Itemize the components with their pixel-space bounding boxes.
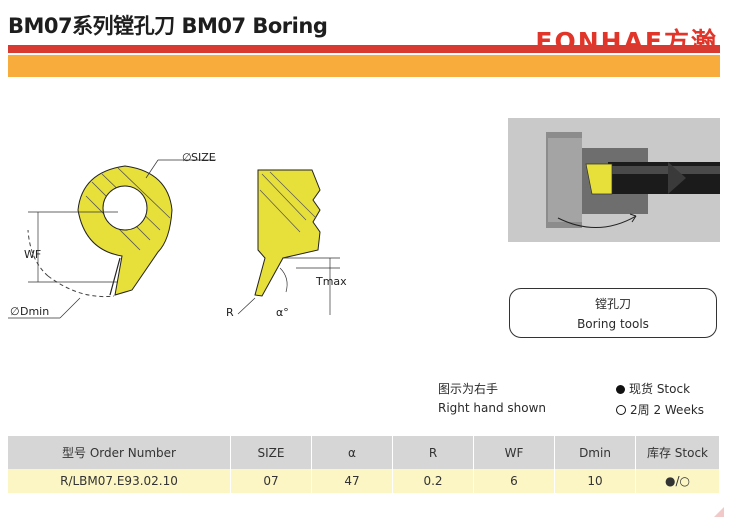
label-dmin: Dmin bbox=[20, 305, 49, 318]
callout-box: 镗孔刀 Boring tools bbox=[509, 288, 717, 338]
filled-dot-icon bbox=[616, 385, 625, 394]
col-stock: 库存 Stock bbox=[635, 436, 719, 469]
hollow-circle-icon bbox=[616, 405, 626, 415]
weeks-legend: 2周 2 Weeks bbox=[616, 401, 704, 418]
col-wf: WF bbox=[473, 436, 555, 469]
label-wf: WF bbox=[24, 248, 41, 261]
hand-note-cn: 图示为右手 bbox=[438, 382, 499, 396]
insert-front-view bbox=[8, 159, 216, 319]
diameter-icon: ∅ bbox=[182, 151, 192, 164]
spec-table: 型号 Order Number SIZE α R WF Dmin 库存 Stoc… bbox=[8, 436, 719, 493]
diameter-icon: ∅ bbox=[10, 305, 20, 318]
cell-size: 07 bbox=[230, 469, 312, 493]
hand-note-en: Right hand shown bbox=[438, 401, 547, 415]
callout-subtitle: Boring tools bbox=[577, 317, 649, 331]
page-corner-mark bbox=[714, 507, 724, 517]
label-tmax: Tmax bbox=[315, 275, 347, 288]
stock-legend: 现货 Stock bbox=[616, 380, 690, 397]
col-dmin: Dmin bbox=[554, 436, 636, 469]
boring-application-photo bbox=[508, 118, 720, 242]
weeks-label: 2周 2 Weeks bbox=[630, 403, 705, 417]
stock-label: 现货 Stock bbox=[629, 382, 691, 396]
col-size: SIZE bbox=[230, 436, 312, 469]
table-header-row: 型号 Order Number SIZE α R WF Dmin 库存 Stoc… bbox=[8, 436, 719, 469]
cell-alpha: 47 bbox=[311, 469, 393, 493]
page-title: BM07系列镗孔刀 BM07 Boring bbox=[8, 14, 328, 38]
col-alpha: α bbox=[311, 436, 393, 469]
col-order-number: 型号 Order Number bbox=[8, 436, 231, 469]
insert-drawing: ∅ SIZE WF ∅ Dmin Tmax R α° bbox=[8, 151, 347, 319]
header-orange-bar bbox=[8, 55, 720, 77]
cell-stock: ●/○ bbox=[635, 469, 719, 493]
insert-side-view bbox=[237, 169, 340, 315]
table-row: R/LBM07.E93.02.10 07 47 0.2 6 10 ●/○ bbox=[8, 469, 719, 493]
cell-r: 0.2 bbox=[392, 469, 474, 493]
col-r: R bbox=[392, 436, 474, 469]
label-r: R bbox=[226, 306, 234, 319]
cell-order-number: R/LBM07.E93.02.10 bbox=[8, 469, 231, 493]
cell-wf: 6 bbox=[473, 469, 555, 493]
label-size: SIZE bbox=[191, 151, 216, 164]
label-alpha: α° bbox=[276, 306, 289, 319]
callout-title: 镗孔刀 bbox=[594, 297, 631, 311]
header-red-bar bbox=[8, 45, 720, 53]
cell-dmin: 10 bbox=[554, 469, 636, 493]
